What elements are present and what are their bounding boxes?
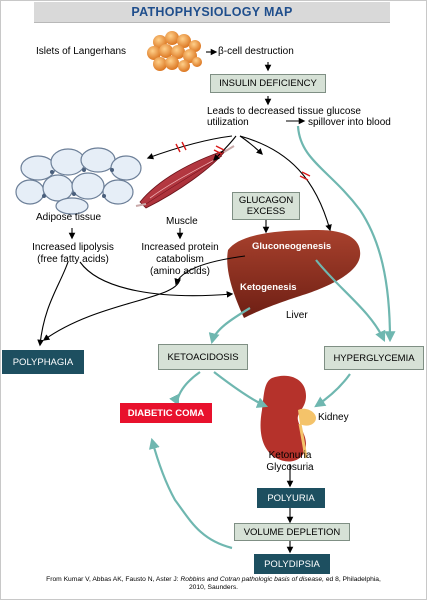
ketogenesis-label: Ketogenesis <box>240 282 297 293</box>
diabetic-coma-box: DIABETIC COMA <box>120 403 212 423</box>
ketonuria-label: Ketonuria <box>268 450 312 461</box>
insulin-deficiency-box: INSULIN DEFICIENCY <box>210 74 326 93</box>
protein-catabolism-line1: Increased protein <box>141 242 219 253</box>
spillover-label: spillover into blood <box>308 117 391 128</box>
citation-part2: ed 8, Philadelphia, <box>323 576 381 583</box>
citation-line2: 2010, Saunders. <box>188 584 239 591</box>
glucagon-line2: EXCESS <box>246 206 286 217</box>
protein-catabolism-line2: catabolism <box>156 254 204 265</box>
lipolysis-line2: (free fatty acids) <box>37 254 109 265</box>
kidney-icon <box>260 375 316 462</box>
polyphagia-box: POLYPHAGIA <box>2 350 84 374</box>
ketoacidosis-box: KETOACIDOSIS <box>158 344 248 370</box>
muscle-label: Muscle <box>166 216 198 227</box>
adipose-label: Adipose tissue <box>36 212 102 223</box>
islets-label: Islets of Langerhans <box>36 46 127 57</box>
polydipsia-box: POLYDIPSIA <box>254 554 330 574</box>
citation-part1: From Kumar V, Abbas AK, Fausto N, Aster … <box>46 576 181 583</box>
glucagon-excess-box: GLUCAGON EXCESS <box>232 192 300 220</box>
liver-label: Liver <box>286 310 308 321</box>
volume-depletion-box: VOLUME DEPLETION <box>234 523 350 541</box>
islets-cluster-icon <box>147 31 202 72</box>
liver-icon <box>227 230 361 318</box>
gluconeogenesis-label: Gluconeogenesis <box>252 241 332 252</box>
title-bar: PATHOPHYSIOLOGY MAP <box>34 2 390 23</box>
citation: From Kumar V, Abbas AK, Fausto N, Aster … <box>10 576 417 592</box>
beta-cell-label: β-cell destruction <box>218 46 294 57</box>
polyuria-box: POLYURIA <box>257 488 325 508</box>
glycosuria-label: Glycosuria <box>266 462 314 473</box>
tissue-glucose-label-line2: utilization <box>207 117 249 128</box>
glucagon-line1: GLUCAGON <box>238 195 294 206</box>
lipolysis-line1: Increased lipolysis <box>32 242 114 253</box>
kidney-label: Kidney <box>318 412 349 423</box>
tissue-glucose-label-line1: Leads to decreased tissue glucose <box>207 106 361 117</box>
citation-book-title: Robbins and Cotran pathologic basis of d… <box>180 576 324 583</box>
hyperglycemia-box: HYPERGLYCEMIA <box>324 346 424 370</box>
protein-catabolism-line3: (amino acids) <box>149 266 211 277</box>
page-title: PATHOPHYSIOLOGY MAP <box>131 5 293 19</box>
adipose-tissue-icon <box>15 147 142 215</box>
muscle-icon <box>135 145 235 209</box>
